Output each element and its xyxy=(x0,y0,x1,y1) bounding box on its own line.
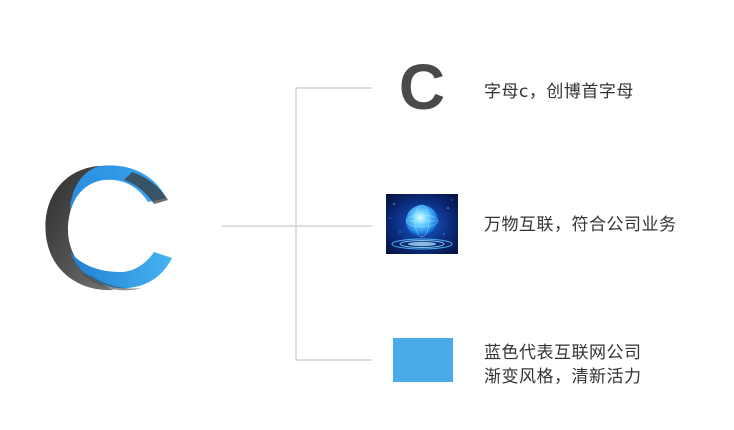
caption-line-1: 蓝色代表互联网公司 xyxy=(484,343,642,363)
caption-letter-c: 字母c，创博首字母 xyxy=(484,82,634,102)
caption-blue-square: 蓝色代表互联网公司 渐变风格，清新活力 xyxy=(484,341,642,389)
blue-swatch xyxy=(393,338,453,382)
letter-c-glyph: C xyxy=(398,51,446,123)
caption-globe: 万物互联，符合公司业务 xyxy=(484,215,677,235)
digital-globe-image xyxy=(386,194,458,254)
gradient-c-logo-icon xyxy=(45,165,172,291)
caption-line-2: 渐变风格，清新活力 xyxy=(484,367,642,387)
